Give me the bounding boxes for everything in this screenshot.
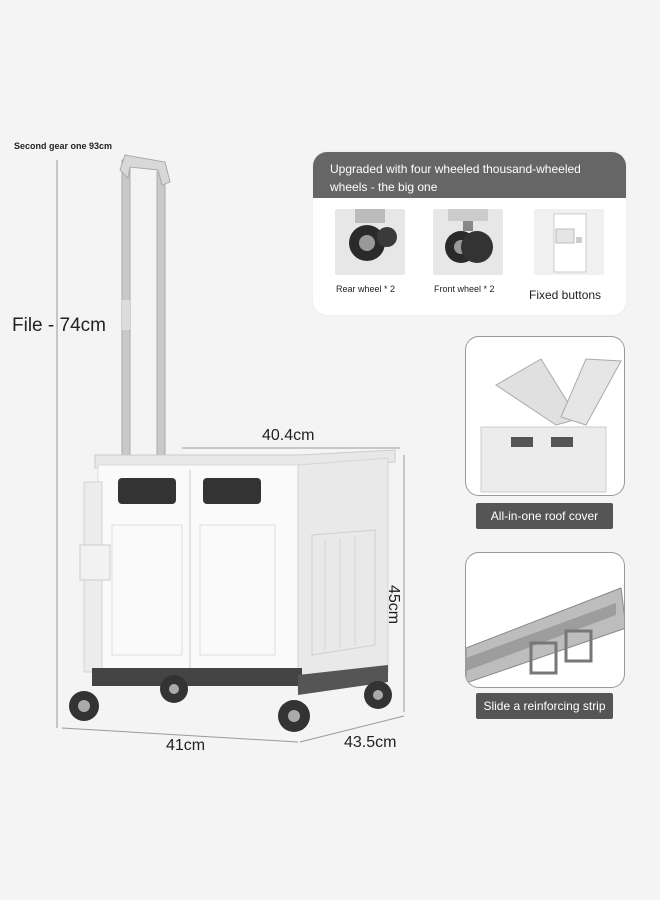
telescopic-handle — [119, 154, 171, 461]
reinforcing-strip-image — [465, 552, 625, 688]
roof-cover-label: All-in-one roof cover — [476, 503, 613, 529]
rear-wheel-image — [335, 209, 405, 275]
depth-label: 43.5cm — [344, 734, 397, 751]
front-wheel-image — [433, 209, 503, 275]
wheel-feature-card: Upgraded with four wheeled thousand-whee… — [313, 152, 626, 315]
file-height-label: File - 74cm — [12, 315, 106, 336]
wheels — [69, 675, 392, 732]
roof-cover-image — [465, 336, 625, 496]
top-width-label: 40.4cm — [262, 427, 315, 444]
second-gear-label: Second gear one 93cm — [14, 141, 113, 151]
front-wheel-caption: Front wheel * 2 — [434, 284, 495, 294]
fixed-buttons-caption: Fixed buttons — [529, 288, 602, 302]
feature-heading: Upgraded with four wheeled thousand-whee… — [313, 152, 626, 198]
fixed-buttons-image — [534, 209, 604, 275]
front-width-label: 41cm — [166, 737, 206, 754]
rear-wheel-caption: Rear wheel * 2 — [336, 284, 396, 294]
reinforcing-strip-label: Slide a reinforcing strip — [476, 693, 613, 719]
